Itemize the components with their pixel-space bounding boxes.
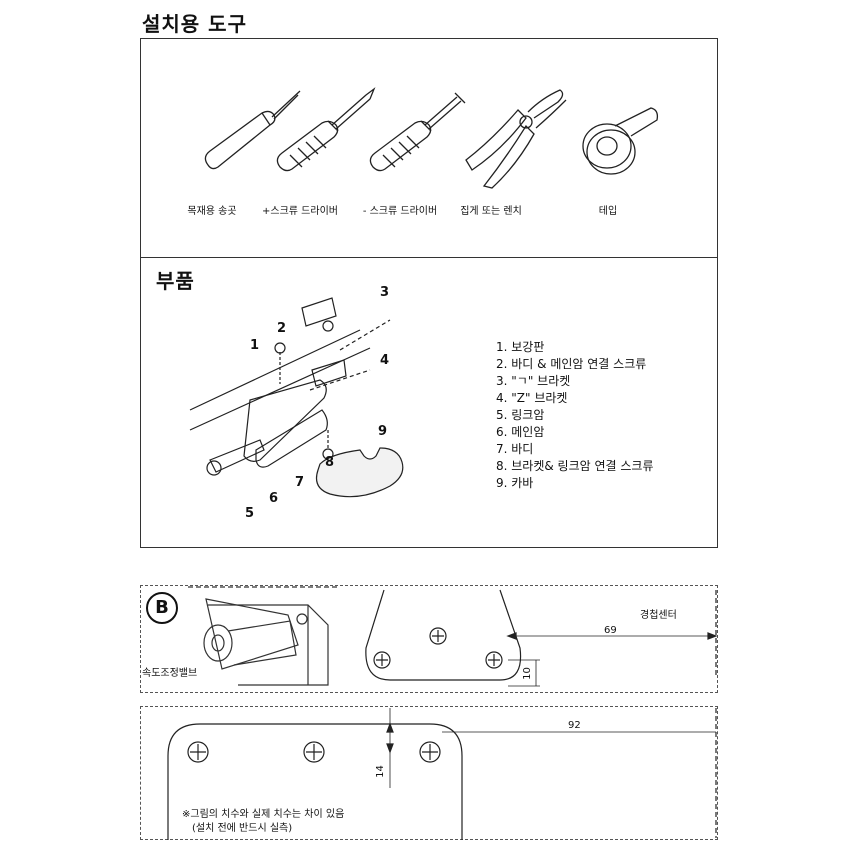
parts-list-item: 1. 보강판 [496,340,545,354]
dimension-note: ※그림의 치수와 실제 치수는 차이 있음 (설치 전에 반드시 실측) [182,808,344,836]
detail-panel-top [140,585,718,693]
dimension-14: 14 [374,765,386,778]
parts-list-item: 4. "Z" 브라켓 [496,391,568,405]
pliers-icon [465,89,567,189]
speed-valve-label: 속도조정밸브 [142,664,198,679]
door-closer-exploded-diagram [189,297,404,498]
parts-section-title: 부품 [156,269,195,293]
tape-icon [582,107,659,175]
callout-2: 2 [277,321,287,336]
badge-b: B [146,592,178,624]
closer-closeup-illustration [188,586,338,686]
detail-panel-bottom [140,706,718,840]
callout-5: 5 [245,506,255,521]
dimension-69: 69 [604,625,617,636]
parts-list: 1. 보강판 2. 바디 & 메인암 연결 스크류 3. "ㄱ" 브라켓 4. … [496,339,654,492]
bracket-plate-top [365,589,718,687]
dimension-92: 92 [568,720,581,731]
callout-1: 1 [250,338,260,353]
dimension-note-line1: ※그림의 치수와 실제 치수는 차이 있음 [182,809,345,820]
tool-label-tape: 테입 [598,206,618,217]
hinge-center-label: 경첩센터 [640,610,677,621]
callout-6: 6 [269,491,279,506]
callout-4: 4 [380,353,390,368]
phillips-screwdriver-icon [276,87,376,172]
parts-list-item: 7. 바디 [496,442,534,456]
tool-label-flat: - 스크류 드라이버 [362,206,438,217]
dimension-note-line2: (설치 전에 반드시 실측) [192,823,293,834]
parts-list-item: 3. "ㄱ" 브라켓 [496,374,571,388]
badge-b-label: B [155,597,169,618]
awl-icon [204,90,301,170]
tools-section-title: 설치용 도구 [142,12,247,36]
callout-8: 8 [325,455,335,470]
parts-list-item: 6. 메인암 [496,425,545,439]
callout-3: 3 [380,285,390,300]
reinforcement-plate-bottom [167,708,717,840]
dimension-10: 10 [521,667,533,680]
tool-label-phillips: +스크류 드라이버 [262,206,338,217]
flat-screwdriver-icon [369,92,466,172]
tool-label-awl: 목재용 송곳 [187,206,237,217]
callout-7: 7 [295,475,305,490]
parts-list-item: 8. 브라켓& 링크암 연결 스크류 [496,459,654,473]
tool-label-pliers: 집게 또는 렌치 [460,206,522,217]
parts-list-item: 5. 링크암 [496,408,545,422]
parts-panel [140,257,718,548]
parts-list-item: 9. 카바 [496,476,534,490]
parts-list-item: 2. 바디 & 메인암 연결 스크류 [496,357,647,371]
callout-9: 9 [378,424,388,439]
